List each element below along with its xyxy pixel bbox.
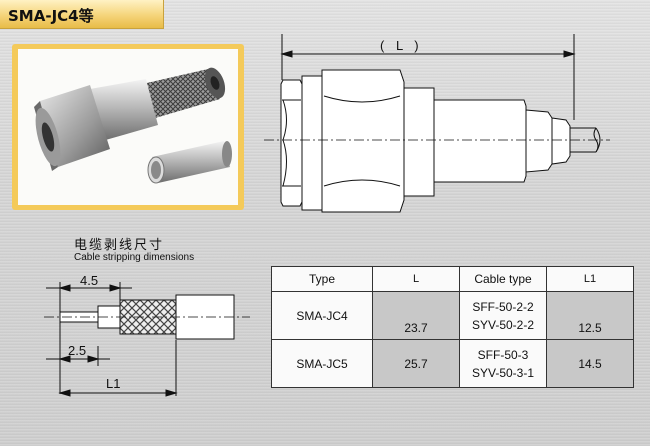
table-row: SMA-JC5 25.7 SFF-50-3 SYV-50-3-1 14.5: [271, 339, 634, 388]
col-header-type: Type: [271, 266, 373, 292]
table-row: SMA-JC4 23.7 SFF-50-2-2 SYV-50-2-2 12.5: [271, 291, 634, 340]
product-photo-frame: [12, 44, 244, 210]
product-photo: [18, 49, 238, 205]
spec-table: Type L Cable type L1 SMA-JC4 23.7 SFF-50…: [271, 266, 634, 388]
strip-dim-4-5: 4.5: [80, 273, 99, 288]
title-bar: SMA-JC4等: [0, 0, 164, 29]
row-l1: 12.5: [546, 291, 634, 340]
length-dimension-label: ( L ): [380, 38, 423, 53]
stripping-title-cn: 电缆剥线尺寸: [74, 238, 165, 253]
cable-type-1: SFF-50-2-2: [472, 299, 534, 314]
strip-dim-l1: L1: [106, 376, 121, 391]
col-header-cable-type: Cable type: [459, 266, 547, 292]
table-header-row: Type L Cable type L1: [271, 266, 634, 292]
cable-type-1: SFF-50-3: [477, 347, 529, 362]
row-l: 25.7: [372, 339, 460, 388]
cable-type-2: SYV-50-3-1: [471, 365, 535, 380]
connector-photo-illustration: [34, 67, 232, 184]
row-cable: SFF-50-2-2 SYV-50-2-2: [459, 291, 547, 340]
stripping-title-en: Cable stripping dimensions: [74, 252, 195, 263]
row-type: SMA-JC4: [271, 291, 373, 340]
page-title: SMA-JC4等: [8, 7, 94, 25]
row-l1: 14.5: [546, 339, 634, 388]
cable-type-2: SYV-50-2-2: [471, 317, 535, 332]
row-cable: SFF-50-3 SYV-50-3-1: [459, 339, 547, 388]
strip-dim-2-5: 2.5: [68, 343, 87, 358]
row-type: SMA-JC5: [271, 339, 373, 388]
col-header-l: L: [372, 266, 460, 292]
col-header-l1: L1: [546, 266, 634, 292]
row-l: 23.7: [372, 291, 460, 340]
